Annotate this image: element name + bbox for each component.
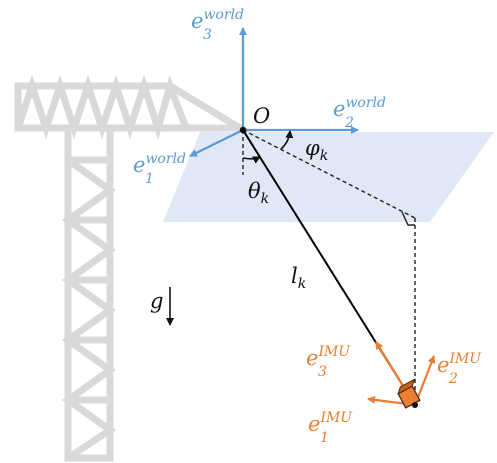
phi-angle-arc xyxy=(280,130,294,150)
crane-structure xyxy=(14,74,253,462)
imu-e3-label: eIMU 3 xyxy=(306,344,351,380)
imu-e1-label: eIMU 1 xyxy=(308,410,353,446)
right-angle-marker xyxy=(401,211,415,226)
world-axis-e1-arrow xyxy=(189,129,244,157)
theta-label: θk xyxy=(248,179,270,207)
imu-e2-label: eIMU 2 xyxy=(437,351,482,387)
length-label: lk xyxy=(291,264,307,292)
gravity-label: g xyxy=(150,289,164,313)
world-e1-label: eworld 1 xyxy=(133,151,186,187)
world-e2-label: eworld 2 xyxy=(333,95,386,131)
world-e3-label: eworld 3 xyxy=(191,7,244,43)
theta-angle-arc xyxy=(242,156,261,164)
phi-label: φk xyxy=(305,136,329,164)
projection-lines xyxy=(242,129,416,405)
horizontal-plane xyxy=(163,132,494,222)
world-axes xyxy=(189,27,359,157)
origin-label: O xyxy=(253,104,271,128)
load-point xyxy=(412,402,418,408)
horizontal-projection-line xyxy=(242,129,416,219)
